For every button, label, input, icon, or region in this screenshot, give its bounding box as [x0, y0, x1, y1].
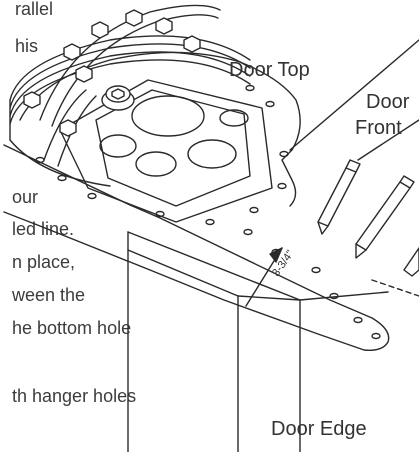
door-front-leader — [357, 119, 419, 161]
door-slab — [127, 231, 389, 452]
mounting-holes — [35, 84, 381, 340]
arc-bar — [39, 4, 221, 167]
pencil-2 — [355, 175, 415, 259]
dimension-line — [245, 247, 283, 307]
instruction-line-6: ween the — [12, 285, 86, 305]
instruction-line-7: he bottom hole — [12, 318, 132, 338]
pencil-3 — [403, 247, 419, 277]
center-hub — [101, 85, 135, 111]
instruction-line-5: n place, — [12, 252, 76, 272]
door-edge-label: Door Edge — [271, 418, 367, 440]
door-front-label-line2: Front — [355, 117, 402, 139]
plate-cutouts — [99, 95, 249, 177]
door-top-leader — [289, 39, 419, 151]
door-front-label-line1: Door — [366, 91, 410, 113]
pencil-1 — [317, 159, 361, 235]
door-top-label: Door Top — [229, 59, 310, 81]
spring-housing — [9, 35, 251, 187]
instruction-line-1: rallel — [15, 0, 54, 19]
instruction-line-8: th hanger holes — [12, 386, 137, 406]
alignment-line — [371, 279, 419, 297]
instruction-line-3: our — [12, 187, 39, 207]
bolts — [23, 9, 201, 137]
instruction-line-2: his — [15, 36, 39, 56]
